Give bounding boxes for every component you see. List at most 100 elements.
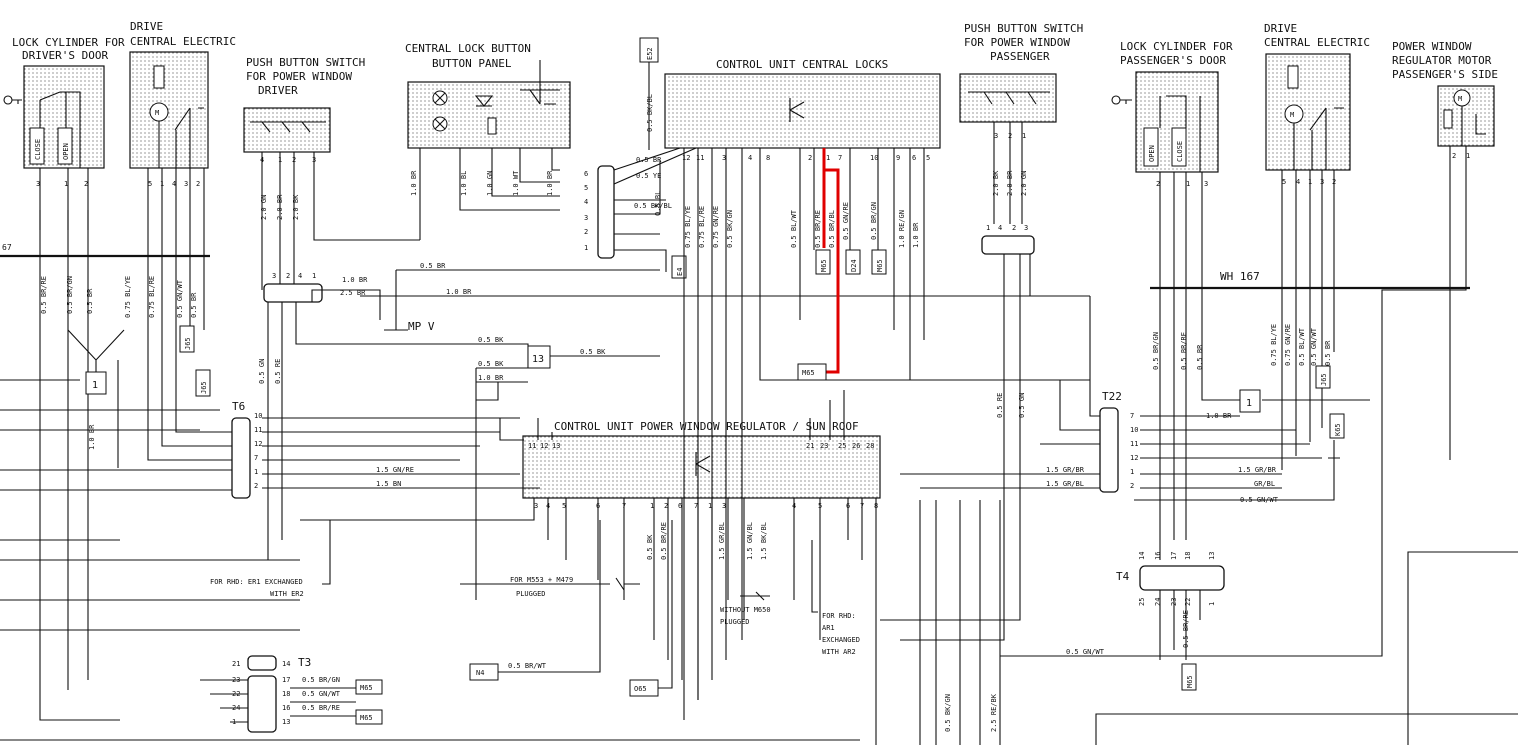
svg-text:1: 1 [1130,468,1134,476]
svg-text:PASSENGER: PASSENGER [990,50,1050,63]
svg-text:4: 4 [1296,178,1300,186]
svg-text:2: 2 [664,502,668,510]
m65-box-top: M65 [820,259,828,272]
svg-text:6: 6 [584,170,588,178]
svg-text:0.5 BL/WT: 0.5 BL/WT [790,209,798,248]
m65-box-top2: M65 [876,259,884,272]
mpv-label: MP V [408,320,435,333]
svg-text:FOR M553 + M479: FOR M553 + M479 [510,576,573,584]
svg-text:1.5 GN/RE: 1.5 GN/RE [376,466,414,474]
svg-text:2.0 GN: 2.0 GN [1020,171,1028,196]
key-icon [3,95,13,105]
svg-text:WITHOUT M650: WITHOUT M650 [720,606,771,614]
svg-text:1.0 RE/GN: 1.0 RE/GN [898,210,906,248]
svg-text:10: 10 [254,412,262,420]
svg-text:0.5 BR/GN: 0.5 BR/GN [302,676,340,684]
svg-text:DRIVER'S DOOR: DRIVER'S DOOR [22,49,108,62]
svg-text:3: 3 [534,502,538,510]
svg-text:T3: T3 [298,656,311,669]
svg-text:0.5 BK: 0.5 BK [580,348,606,356]
svg-text:2: 2 [1130,482,1134,490]
svg-text:CONTROL UNIT CENTRAL LOCKS: CONTROL UNIT CENTRAL LOCKS [716,58,888,71]
connector-t22: T22 7 10 11 12 1 2 1.5 GR/BR 1.5 GR/BL 1… [900,296,1322,504]
svg-text:5: 5 [926,154,930,162]
m65-box-highlight: M65 [802,369,815,377]
svg-text:CENTRAL ELECTRIC: CENTRAL ELECTRIC [1264,36,1370,49]
svg-text:13: 13 [282,718,290,726]
svg-text:21: 21 [232,660,240,668]
svg-text:T22: T22 [1102,390,1122,403]
svg-text:PUSH BUTTON SWITCH: PUSH BUTTON SWITCH [246,56,365,69]
svg-text:2: 2 [254,482,258,490]
svg-text:7: 7 [838,154,842,162]
svg-text:AR1: AR1 [822,624,835,632]
svg-text:2: 2 [286,272,290,280]
j65-box-right: J65 [1320,373,1328,386]
svg-text:1.5 GR/BR: 1.5 GR/BR [1046,466,1085,474]
svg-text:0.5 BL: 0.5 BL [654,191,662,216]
svg-text:1.5 GR/BL: 1.5 GR/BL [1046,480,1084,488]
svg-text:6: 6 [678,502,682,510]
svg-text:1.5 GR/BR: 1.5 GR/BR [1238,466,1277,474]
connector-panel: 6 5 4 3 2 1 [584,165,615,259]
svg-text:1.0 BR: 1.0 BR [912,222,920,248]
svg-text:0.5 BR/RE: 0.5 BR/RE [1180,332,1188,370]
svg-text:1.0 BR: 1.0 BR [446,288,472,296]
svg-text:PUSH BUTTON SWITCH: PUSH BUTTON SWITCH [964,22,1083,35]
svg-text:0.5 GN: 0.5 GN [1018,393,1026,418]
svg-text:12: 12 [1130,454,1138,462]
connector-driver-pbs: 3 2 4 1 [263,272,323,303]
j65-box-b: J65 [200,381,208,394]
control-unit-central-locks: CONTROL UNIT CENTRAL LOCKS 12 11 3 4 8 2… [664,58,941,162]
svg-text:0.5 BR: 0.5 BR [636,156,662,164]
svg-text:2.0 GN: 2.0 GN [260,195,268,220]
svg-text:3: 3 [1024,224,1028,232]
svg-text:8: 8 [766,154,770,162]
svg-text:3: 3 [1204,180,1208,188]
svg-text:1.5 BK/BL: 1.5 BK/BL [760,522,768,560]
svg-text:2.5 BR: 2.5 BR [340,289,366,297]
svg-text:0.5 BR/RE: 0.5 BR/RE [1182,610,1190,648]
splice-1-right: 1 [1246,398,1252,409]
control-unit-power-window-sunroof: CONTROL UNIT POWER WINDOW REGULATOR / SU… [522,420,881,510]
svg-text:0.5 BK/GN: 0.5 BK/GN [944,694,952,732]
svg-text:LOCK CYLINDER FOR: LOCK CYLINDER FOR [1120,40,1233,53]
svg-text:10: 10 [870,154,878,162]
drive-central-electric-left: DRIVE CENTRAL ELECTRIC M 5 1 4 3 2 [129,20,236,188]
svg-text:OPEN: OPEN [1148,145,1156,162]
d24-box: D24 [850,259,858,272]
svg-text:WITH ER2: WITH ER2 [270,590,304,598]
svg-text:4: 4 [748,154,752,162]
svg-text:11: 11 [696,154,704,162]
svg-text:OPEN: OPEN [62,143,70,160]
svg-text:24: 24 [1154,598,1162,606]
svg-text:0.75 BL/YE: 0.75 BL/YE [684,206,692,248]
m65-box-t3a: M65 [360,684,373,692]
svg-text:4: 4 [998,224,1002,232]
svg-text:0.5 BR/GN: 0.5 BR/GN [870,202,878,240]
svg-text:FOR RHD:: FOR RHD: [822,612,856,620]
key-icon-right [1111,95,1121,105]
e4-box: E4 [676,268,684,276]
svg-text:0.75 BL/YE: 0.75 BL/YE [124,276,132,318]
svg-text:11: 11 [254,426,262,434]
highlighted-wire [822,148,840,374]
svg-text:0.5 BR/RE: 0.5 BR/RE [660,522,668,560]
svg-text:7: 7 [1130,412,1134,420]
svg-text:3: 3 [184,180,188,188]
svg-text:14: 14 [1138,552,1146,560]
svg-text:FOR POWER WINDOW: FOR POWER WINDOW [246,70,352,83]
svg-text:12: 12 [682,154,690,162]
svg-text:0.5 BR/RE: 0.5 BR/RE [40,276,48,314]
connector-t6: T6 10 11 12 7 1 2 1.5 GN/RE 1.5 BN [231,400,540,499]
node-13: 13 [532,354,544,365]
svg-text:6: 6 [912,154,916,162]
svg-text:0.5 BK: 0.5 BK [478,336,504,344]
svg-text:25: 25 [838,442,846,450]
power-window-motor-passenger: POWER WINDOW REGULATOR MOTOR PASSENGER'S… [1392,40,1498,160]
svg-text:0.5 RE: 0.5 RE [996,393,1004,418]
svg-text:0.5 BR/RE: 0.5 BR/RE [814,210,822,248]
svg-text:M: M [1458,95,1462,103]
svg-text:0.5 BL/WT: 0.5 BL/WT [1298,327,1306,366]
connector-t4: T4 14 16 17 18 13 25 24 23 22 1 0.5 BR/R… [1116,552,1225,691]
